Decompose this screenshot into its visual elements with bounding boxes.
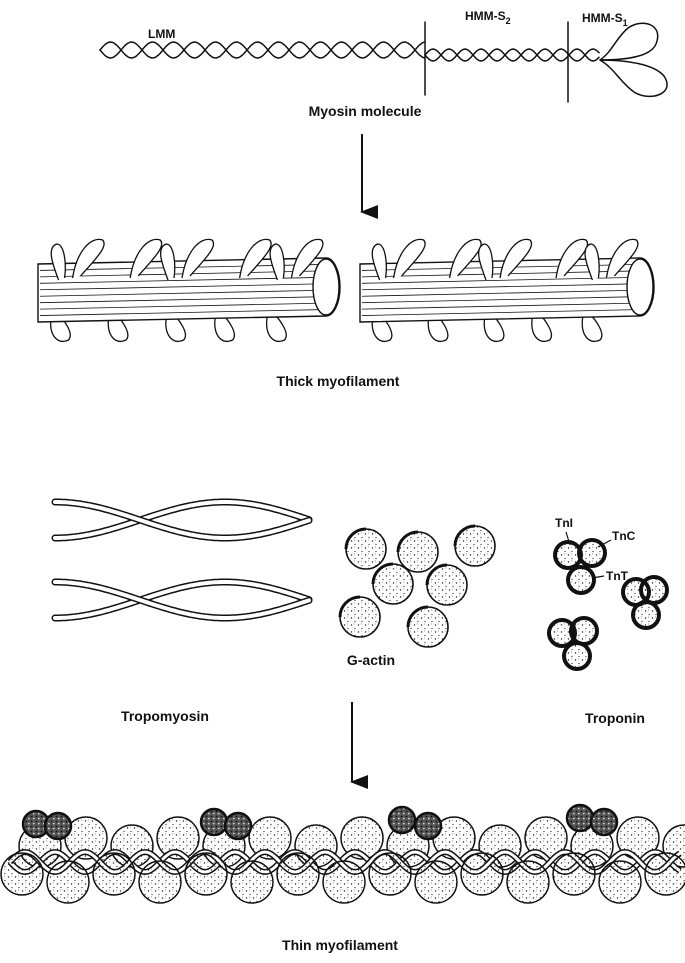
myosin-molecule: LMM HMM-S2 HMM-S1 Myosin molecule: [100, 9, 667, 119]
actin-monomer: [507, 861, 549, 903]
g-actin-group: G-actin: [340, 526, 495, 668]
troponin-subunit: [633, 602, 659, 628]
troponin-group: TnI TnC TnT Troponin: [549, 516, 667, 726]
troponin-subunit: [579, 540, 605, 566]
s1-head: [600, 23, 658, 60]
actin-monomer: [47, 861, 89, 903]
troponin-subunit: [555, 542, 581, 568]
thick-filament-segment: [38, 239, 340, 341]
g-actin-label: G-actin: [347, 652, 395, 668]
tropomyosin-label: Tropomyosin: [121, 708, 209, 724]
actin-monomer: [231, 861, 273, 903]
myosin-molecule-caption: Myosin molecule: [309, 103, 422, 119]
troponin-complex: [389, 807, 415, 833]
troponin-subunit: [571, 618, 597, 644]
troponin-complex: [415, 813, 441, 839]
actin-monomer: [415, 861, 457, 903]
hmm-s1-label: HMM-S1: [582, 11, 628, 28]
filament-end-cap: [627, 259, 653, 315]
actin-monomer: [185, 853, 227, 895]
tropomyosin-strand-pair: [55, 502, 309, 538]
thin-filament-body: [1, 805, 685, 903]
tni-label: TnI: [555, 516, 573, 530]
hmm-s2-label: HMM-S2: [465, 9, 511, 26]
troponin-subunit: [641, 577, 667, 603]
actin-monomer: [553, 853, 595, 895]
tnc-label: TnC: [612, 529, 636, 543]
actin-monomer: [93, 853, 135, 895]
thin-myofilament: Thin myofilament: [1, 805, 685, 953]
actin-monomer: [139, 861, 181, 903]
troponin-complex: [567, 805, 593, 831]
troponin-complex: [225, 813, 251, 839]
tnt-label: TnT: [606, 569, 629, 583]
thick-myofilament: Thick myofilament: [38, 239, 654, 389]
thick-myofilament-caption: Thick myofilament: [277, 373, 400, 389]
troponin-label: Troponin: [585, 710, 645, 726]
s1-head: [600, 60, 667, 96]
actin-monomer: [645, 853, 685, 895]
actin-monomer: [1, 853, 43, 895]
filament-end-cap: [313, 259, 339, 315]
troponin-subunit: [568, 567, 594, 593]
actin-monomer: [277, 853, 319, 895]
troponin-complex: [201, 809, 227, 835]
actin-monomer: [323, 861, 365, 903]
actin-monomer: [599, 861, 641, 903]
tropomyosin-strand-pair: [55, 582, 309, 618]
actin-monomer: [369, 853, 411, 895]
thin-myofilament-caption: Thin myofilament: [282, 937, 398, 953]
troponin-complex: [45, 813, 71, 839]
thick-filament-segment: [360, 239, 654, 341]
actin-monomer: [461, 853, 503, 895]
troponin-subunit: [564, 643, 590, 669]
tropomyosin-group: Tropomyosin: [55, 502, 309, 724]
troponin-complex: [591, 809, 617, 835]
lmm-label: LMM: [148, 27, 175, 41]
